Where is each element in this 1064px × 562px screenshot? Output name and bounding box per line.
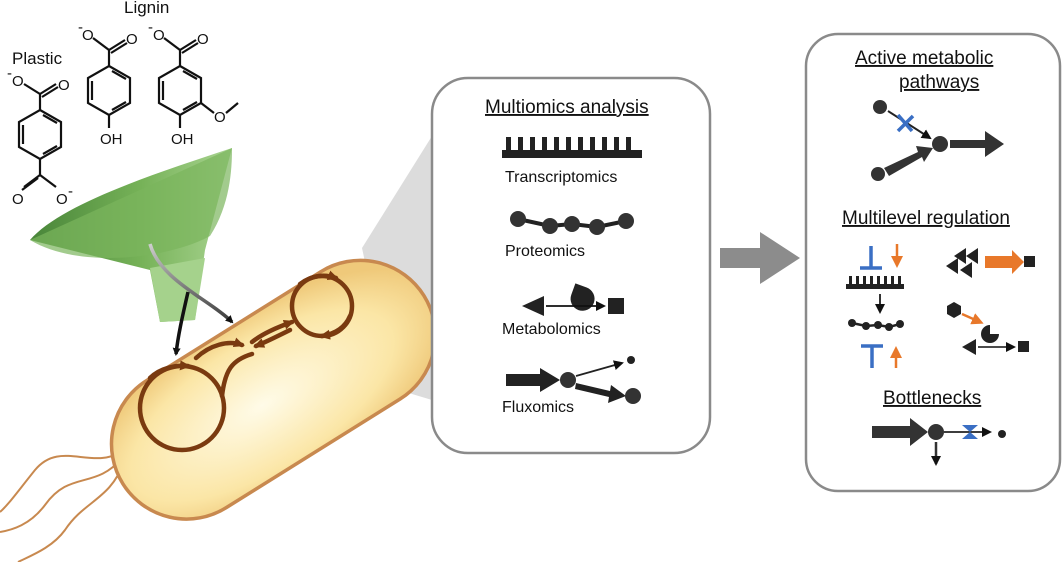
outcomes-panel: Active metabolic pathways Multilevel reg… [804,32,1062,493]
cell-pathways [137,270,355,453]
funnel [30,148,232,322]
multiomics-panel: Multiomics analysis Transcriptomics Prot… [430,76,712,455]
terephthalate-oxygen-top: O [58,77,70,94]
cell-body [109,258,438,521]
fluxomics-icon [506,356,641,404]
hydroxybenzoate-oxygen: O [126,31,138,48]
plastic-label: Plastic [12,49,63,68]
terephthalate-o-minus-bottom: O [56,191,68,208]
pathway-link-1b [193,337,245,361]
funnel-rim [30,148,232,258]
multiomics-panel-frame [430,76,712,455]
vanillate-oxygen: O [197,31,209,48]
terephthalate-structure [17,83,63,191]
metabolomics-label: Metabolomics [502,321,601,338]
lignin-label: Lignin [124,0,169,17]
bottlenecks-icon [872,418,1006,466]
active-pathways-title-line2: pathways [899,72,979,93]
vanillate-structure [157,37,239,128]
fluxomics-label: Fluxomics [502,399,574,416]
vanillate-minus: - [148,19,153,36]
hydroxybenzoate-o-minus: O [82,27,94,44]
flagella [0,451,125,562]
hydroxybenzoate-oh: OH [100,131,123,148]
bacterial-cell [109,258,438,521]
vanillate-methoxy-oxygen: O [214,109,226,126]
pathway-cycle-large-arrow [147,360,191,381]
terephthalate-minus-bottom: - [68,183,73,200]
proteomics-label: Proteomics [505,243,585,260]
lignin-monomers: Lignin O - O OH [78,0,239,148]
proteomics-icon [510,211,634,235]
regulation-title: Multilevel regulation [842,208,1010,229]
pathway-cycle-small-arrow-bottom [319,313,353,340]
terephthalate-o-minus-top: O [12,73,24,90]
regulation-icon [846,244,1035,368]
pathway-cycle-small-arrow-top [297,270,339,287]
hydroxybenzoate-structure [86,37,132,128]
terephthalate-minus-top: - [7,65,12,82]
active-pathways-title-line1: Active metabolic [855,48,993,69]
hydroxybenzoate-minus: - [78,19,83,36]
metabolomics-icon [522,283,624,316]
funnel-spout [150,258,205,322]
substrate-inflow-arrows [148,243,234,356]
vanillate-o-minus: O [153,27,165,44]
active-pathways-icon [871,100,1004,181]
pathway-link-2b [253,327,293,349]
big-transition-arrow [720,232,800,284]
transcriptomics-label: Transcriptomics [505,169,617,186]
bottlenecks-title: Bottlenecks [883,388,981,409]
transcriptomics-icon [502,137,642,158]
pathway-link-1 [219,351,255,399]
multiomics-title: Multiomics analysis [485,97,649,118]
plastic-monomer: Plastic O - O O O - [7,49,73,208]
terephthalate-oxygen-bottom: O [12,191,24,208]
vanillate-oh: OH [171,131,194,148]
